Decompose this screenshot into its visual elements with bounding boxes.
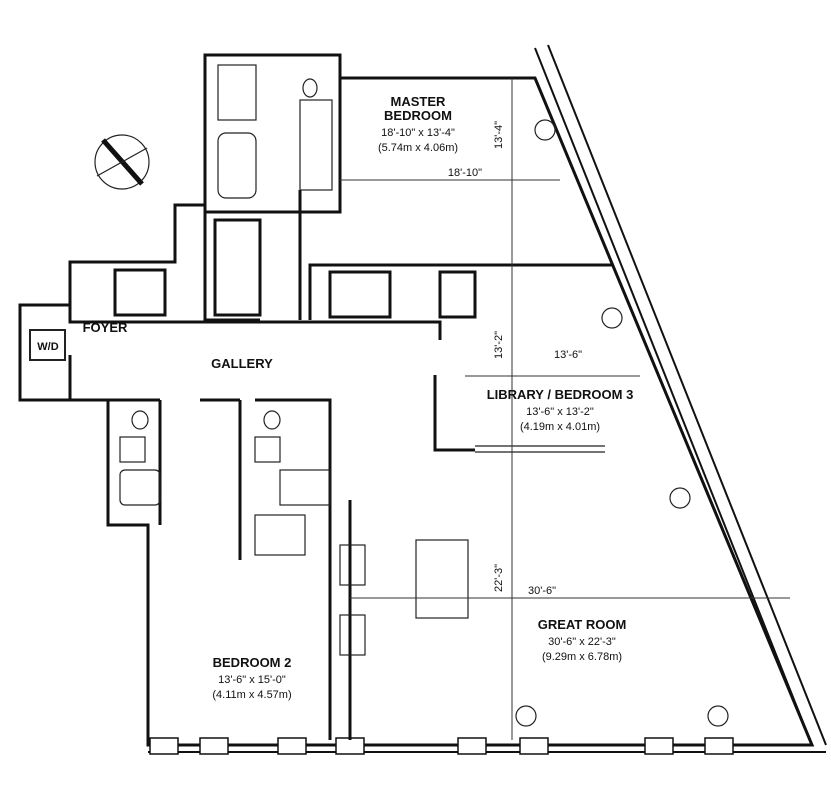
dimension-lines	[340, 78, 790, 740]
master-size-ft: 18'-10" x 13'-4"	[381, 127, 455, 139]
wd-name: W/D	[37, 341, 58, 353]
great-size-m: (9.29m x 6.78m)	[542, 651, 622, 663]
master-dim-w: 18'-10"	[448, 167, 482, 179]
columns	[515, 119, 729, 727]
library-size-ft: 13'-6" x 13'-2"	[526, 406, 594, 418]
great-dim-w: 30'-6"	[528, 585, 556, 597]
master-size-m: (5.74m x 4.06m)	[378, 142, 458, 154]
interior-walls	[20, 78, 612, 740]
bedroom2-size-m: (4.11m x 4.57m)	[212, 689, 291, 701]
master-dim-h: 13'-4"	[493, 121, 505, 149]
library-name: LIBRARY / BEDROOM 3	[487, 387, 634, 402]
master-name-1: MASTER	[391, 94, 447, 109]
north-arrow-icon	[94, 134, 150, 190]
library-size-m: (4.19m x 4.01m)	[520, 421, 600, 433]
bedroom2-name: BEDROOM 2	[213, 655, 292, 670]
foyer-name: FOYER	[83, 320, 128, 335]
gallery-name: GALLERY	[211, 356, 273, 371]
fixtures	[29, 64, 605, 656]
library-dim-w: 13'-6"	[554, 349, 582, 361]
window-mullions	[149, 737, 734, 755]
library-dim-h: 13'-2"	[493, 331, 505, 359]
great-dim-h: 22'-3"	[493, 564, 505, 592]
bedroom2-size-ft: 13'-6" x 15'-0"	[218, 674, 286, 686]
master-name-2: BEDROOM	[384, 108, 452, 123]
great-size-ft: 30'-6" x 22'-3"	[548, 636, 616, 648]
great-name: GREAT ROOM	[538, 617, 627, 632]
